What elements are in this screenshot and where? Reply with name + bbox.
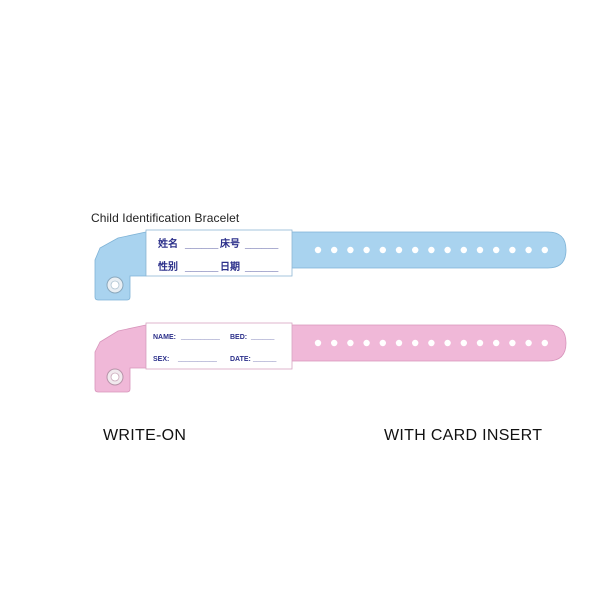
blue-strap [284, 231, 567, 269]
blue-card-field-4-blank: ______ [244, 262, 279, 273]
pink-strap-hole [444, 339, 451, 347]
pink-strap-hole [541, 339, 548, 347]
blue-strap-hole [363, 246, 370, 254]
blue-card-field-1-label: 姓名 [157, 237, 178, 250]
pink-strap-hole [476, 339, 484, 347]
blue-strap-hole [379, 246, 386, 254]
pink-strap-hole [428, 339, 435, 347]
blue-strap-hole [444, 246, 451, 254]
pink-strap-hole [509, 339, 516, 347]
pink-strap-hole [525, 339, 532, 347]
pink-card [145, 322, 293, 370]
pink-card-field-3-label: SEX: [153, 356, 169, 363]
blue-strap-hole [460, 246, 467, 254]
blue-strap-hole [428, 246, 435, 254]
blue-strap-hole [331, 246, 338, 254]
pink-card-field-1-blank: __________ [180, 334, 220, 341]
blue-strap-hole [525, 246, 532, 254]
pink-card-field-2-label: BED: [230, 334, 247, 341]
blue-card-field-3-label: 性别 [157, 260, 178, 273]
pink-card-field-1-label: NAME: [153, 334, 176, 341]
pink-strap-hole [363, 339, 370, 347]
caption-write-on: WRITE-ON [103, 427, 187, 444]
caption-card-insert: WITH CARD INSERT [384, 427, 543, 444]
pink-strap-hole [395, 339, 403, 347]
blue-strap-hole [541, 246, 548, 254]
blue-card-field-2-blank: ______ [244, 239, 279, 250]
blue-card-field-2-label: 床号 [220, 237, 240, 250]
pink-strap-hole [493, 339, 500, 347]
blue-strap-hole [493, 246, 500, 254]
pink-card-field-4-label: DATE: [230, 356, 251, 363]
blue-strap-hole [476, 246, 484, 254]
blue-card-field-1-blank: ______ [184, 239, 219, 250]
blue-strap-hole [314, 246, 322, 254]
blue-strap-hole [347, 246, 354, 254]
pink-strap-hole [314, 339, 322, 347]
pink-strap-holes [314, 339, 548, 347]
pink-strap-hole [347, 339, 354, 347]
pink-strap-hole [379, 339, 386, 347]
blue-card [145, 229, 293, 277]
pink-card-field-3-blank: __________ [177, 356, 217, 363]
bracelet-title: Child Identification Bracelet [91, 211, 240, 225]
blue-card-field-3-blank: ______ [184, 262, 219, 273]
pink-strap [284, 324, 567, 362]
pink-card-field-4-blank: ______ [252, 356, 276, 363]
blue-card-field-4-label: 日期 [220, 260, 240, 273]
blue-strap-hole [395, 246, 403, 254]
pink-strap-hole [331, 339, 338, 347]
pink-card-field-2-blank: ______ [250, 334, 274, 341]
blue-strap-hole [509, 246, 516, 254]
pink-strap-hole [412, 339, 419, 347]
pink-strap-hole [460, 339, 467, 347]
blue-strap-holes [314, 246, 548, 254]
blue-strap-hole [412, 246, 419, 254]
